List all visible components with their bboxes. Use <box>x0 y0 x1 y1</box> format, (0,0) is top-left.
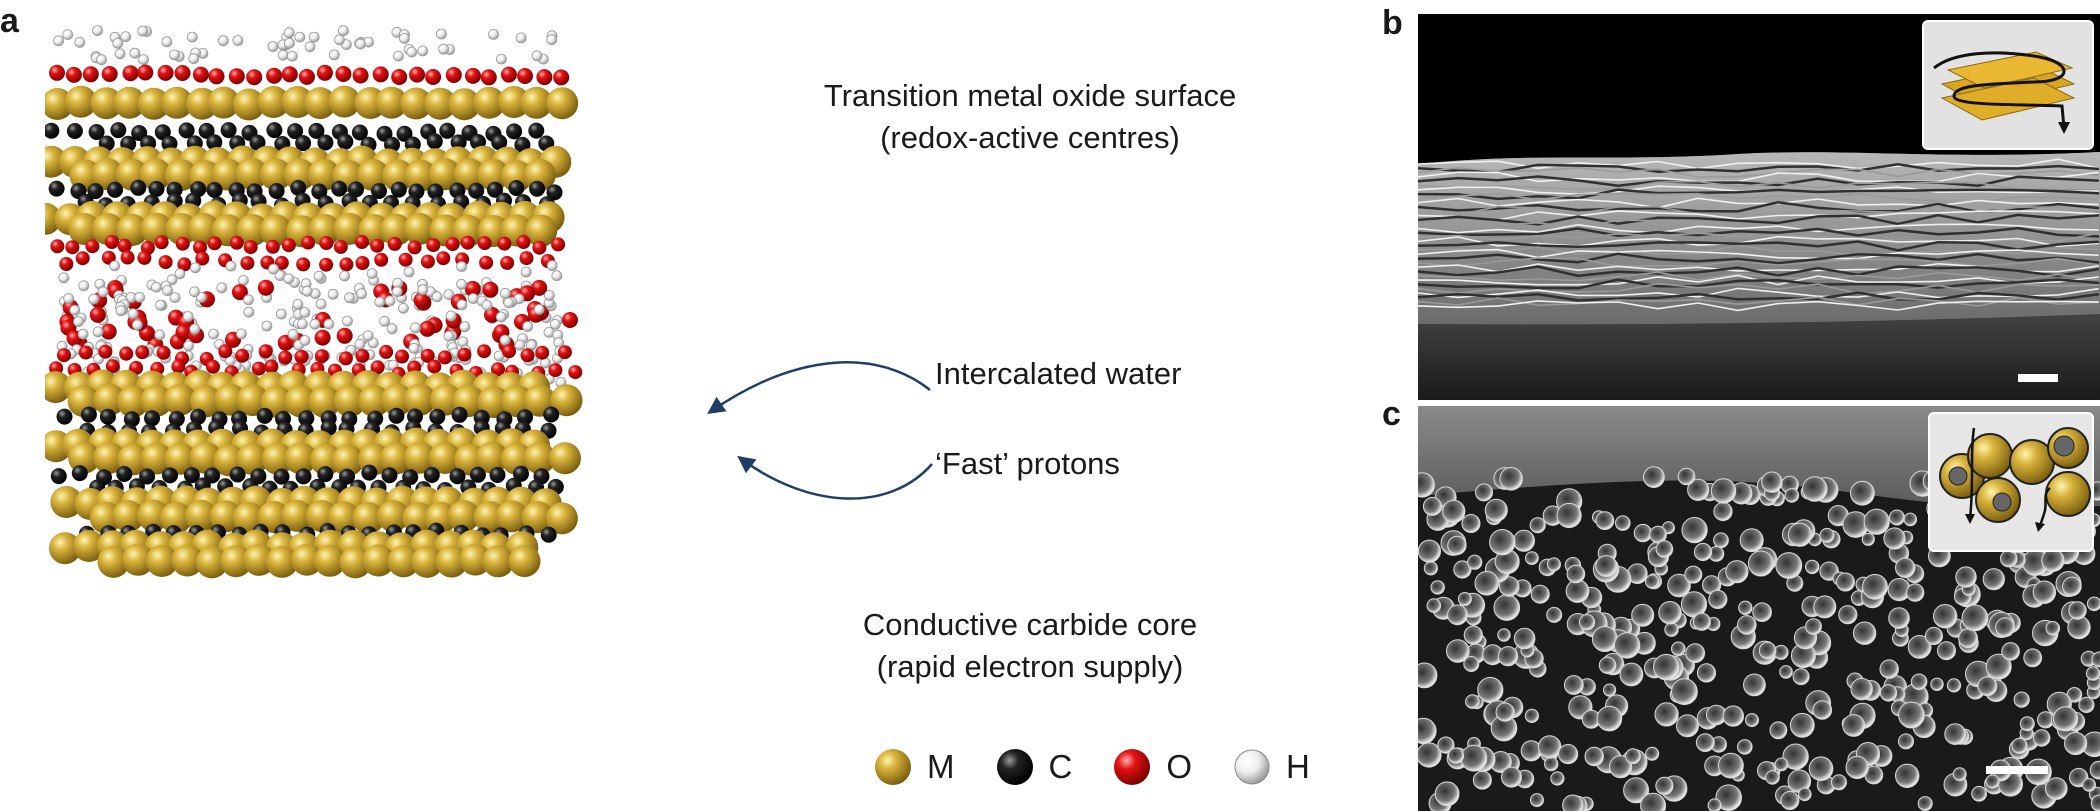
inset-stacked-sheets <box>1922 20 2094 150</box>
core-label-line2: (rapid electron supply) <box>876 649 1184 684</box>
protons-arrow <box>737 455 933 500</box>
water-arrow <box>707 361 931 414</box>
surface-label-line2: (redox-active centres) <box>880 120 1180 155</box>
legend-item-h: H <box>1232 747 1310 787</box>
h-atom-icon <box>1234 749 1270 785</box>
legend-label-c: C <box>1048 748 1073 785</box>
atomic-structure-illustration <box>45 25 583 579</box>
c-atom-icon <box>996 749 1033 785</box>
panel-label-b: b <box>1382 4 1403 42</box>
panel-label-c: c <box>1382 395 1401 433</box>
atom-legend: M C O H <box>873 743 1350 791</box>
legend-label-h: H <box>1286 748 1310 785</box>
sem-image-layered-film <box>1418 14 2100 400</box>
legend-item-c: C <box>995 747 1073 787</box>
inset-hollow-spheres <box>1928 412 2094 552</box>
legend-item-m: M <box>873 747 955 787</box>
legend-label-o: O <box>1166 748 1193 785</box>
legend-item-o: O <box>1112 747 1192 787</box>
legend-label-m: M <box>927 748 955 785</box>
m-atom-icon <box>875 749 911 785</box>
o-atom-icon <box>1114 749 1151 785</box>
water-label: Intercalated water <box>935 356 1182 391</box>
atom-layers <box>45 25 583 579</box>
annotation-lines <box>707 68 1320 710</box>
panel-label-a: a <box>0 2 19 40</box>
sem-image-porous-spheres <box>1418 406 2100 811</box>
protons-label: ‘Fast’ protons <box>935 446 1120 481</box>
surface-label-line1: Transition metal oxide surface <box>823 78 1237 113</box>
core-label-line1: Conductive carbide core <box>862 607 1198 642</box>
